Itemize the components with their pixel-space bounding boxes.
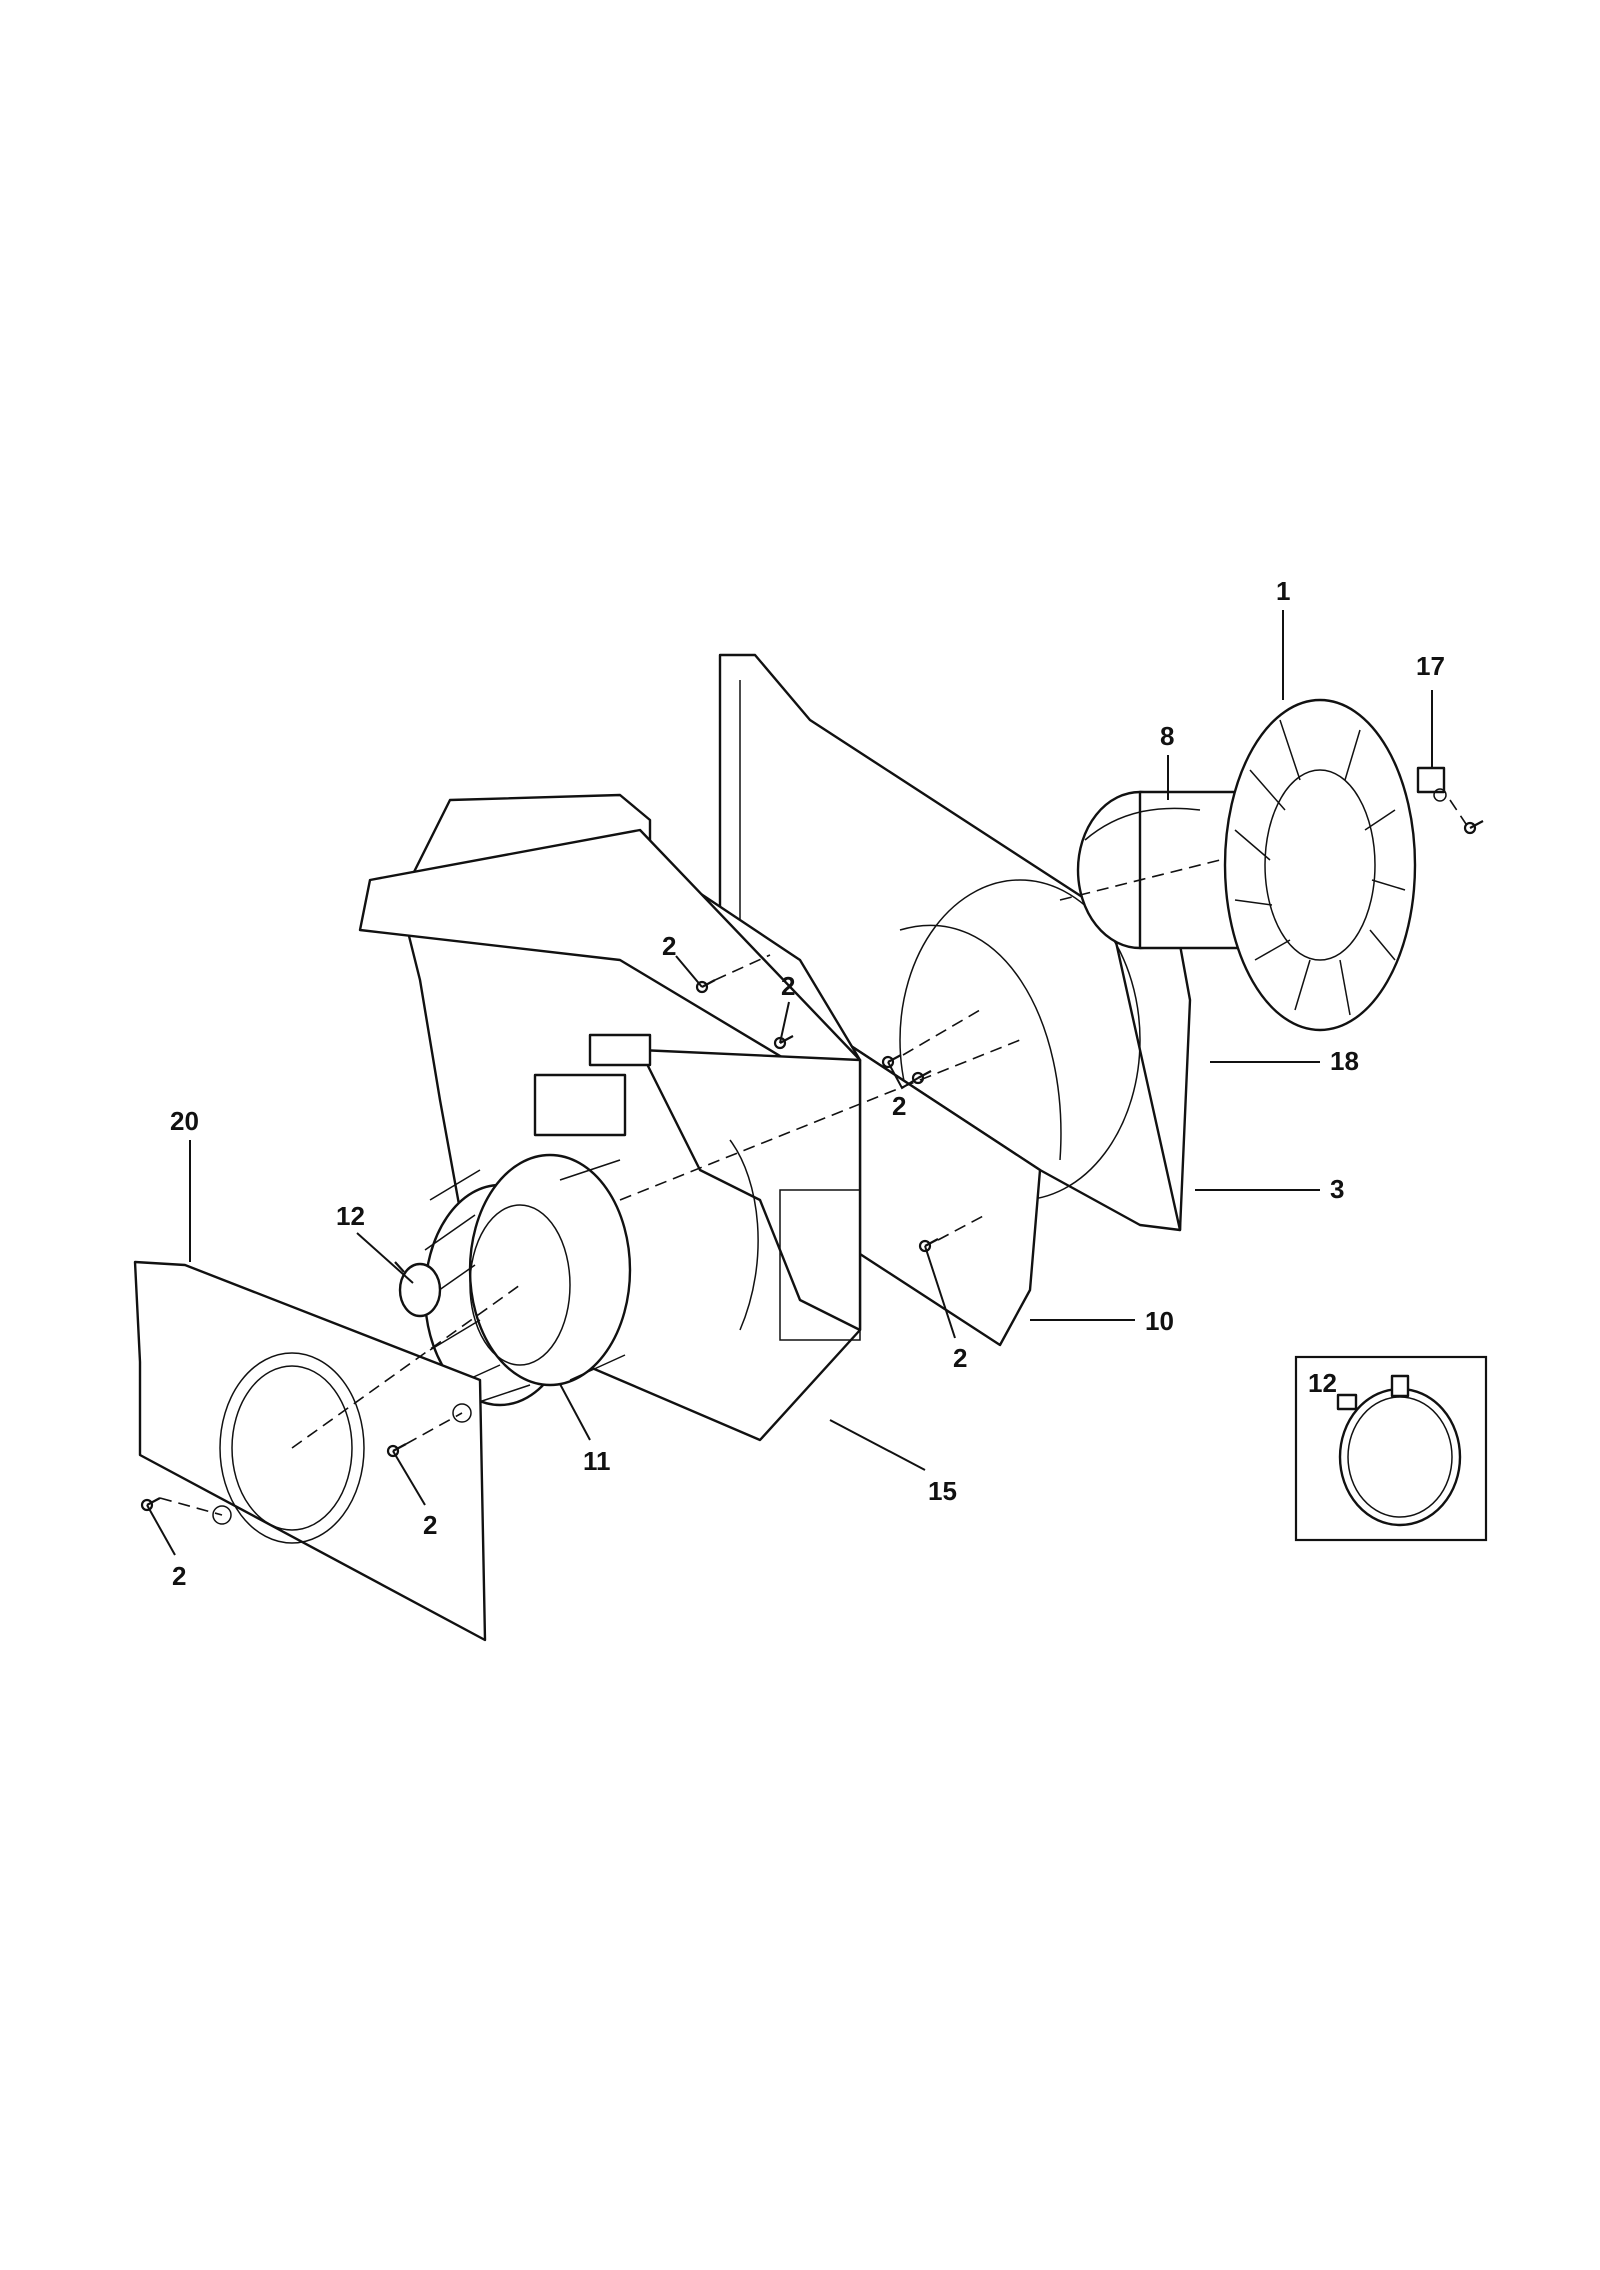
callout-10: 10	[1145, 1306, 1174, 1336]
callout-15: 15	[928, 1476, 957, 1506]
callout-8: 8	[1160, 721, 1174, 751]
callout-2f: 2	[172, 1561, 186, 1591]
axial-fan	[1223, 698, 1417, 1032]
screw-6	[386, 1443, 407, 1458]
leader-lines	[146, 610, 1433, 1556]
callout-2d: 2	[953, 1343, 967, 1373]
clamp-ring	[394, 1261, 442, 1318]
callout-2a: 2	[662, 931, 676, 961]
front-cover-plate	[133, 1260, 487, 1642]
callout-12: 12	[336, 1201, 365, 1231]
screw-2	[773, 1035, 794, 1050]
screw-7	[140, 1497, 161, 1512]
screw-3	[881, 1054, 902, 1069]
callout-2c: 2	[892, 1091, 906, 1121]
screw-8	[1463, 820, 1484, 835]
callout-17: 17	[1416, 651, 1445, 681]
callout-2e: 2	[423, 1510, 437, 1540]
screw-5	[918, 1238, 939, 1253]
callout-11: 11	[583, 1446, 611, 1476]
inset-detail-box	[1294, 1355, 1488, 1542]
callout-labels: 1 17 8 2 2 2 18 3 20 12 10 2 11 15 2 2 1…	[170, 576, 1445, 1591]
callout-18: 18	[1330, 1046, 1359, 1076]
screw-1	[695, 979, 716, 994]
clip-part	[1416, 766, 1447, 802]
callout-12-inset: 12	[1308, 1368, 1337, 1398]
callout-1: 1	[1276, 576, 1290, 606]
callout-3: 3	[1330, 1174, 1344, 1204]
screws	[140, 820, 1484, 1512]
assembly-lines	[159, 799, 1467, 1516]
callout-2b: 2	[781, 971, 795, 1001]
callout-20: 20	[170, 1106, 199, 1136]
blower-wheel	[423, 1153, 632, 1407]
